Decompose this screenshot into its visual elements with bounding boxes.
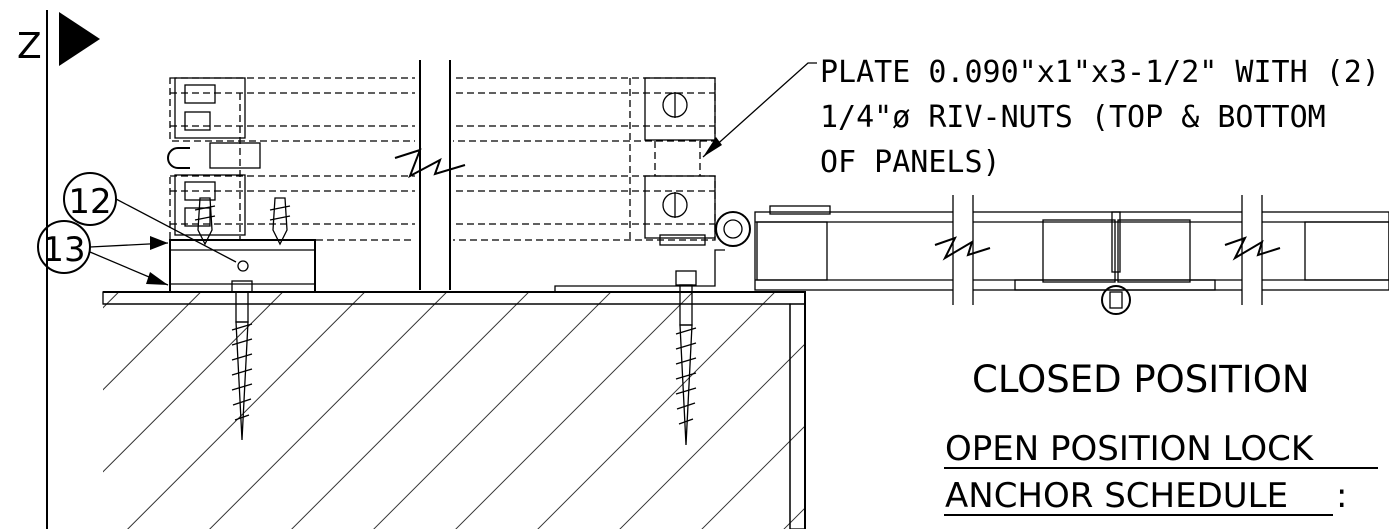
note-line-2: 1/4"ø RIV-NUTS (TOP & BOTTOM — [820, 100, 1326, 135]
note-line-1: PLATE 0.090"x1"x3-1/2" WITH (2) — [820, 55, 1380, 90]
schedule-line-1: OPEN POSITION LOCK — [945, 429, 1315, 469]
section-letter: Z — [17, 26, 42, 67]
closed-panel-assembly — [715, 195, 1389, 315]
lock-knob-icon — [1101, 285, 1131, 315]
callout-13-label: 13 — [42, 230, 85, 270]
note-arrow-icon — [703, 137, 722, 157]
note-line-3: OF PANELS) — [820, 145, 1001, 180]
closed-position-label: CLOSED POSITION — [972, 358, 1310, 401]
callout-12: 12 — [63, 172, 237, 263]
callout-12-label: 12 — [68, 182, 111, 222]
mounting-block — [169, 197, 316, 293]
hinge-pin-icon — [715, 211, 751, 247]
schedule-line-2: ANCHOR SCHEDULE — [945, 476, 1288, 516]
riv-nut-icon — [237, 260, 249, 272]
anchor-bolt-right — [675, 270, 697, 446]
anchor-bolt-left — [231, 280, 253, 441]
note-leader — [702, 62, 817, 158]
base-angle — [554, 249, 725, 292]
concrete-slab — [102, 291, 806, 529]
callout-13: 13 — [37, 220, 169, 286]
schedule-heading: OPEN POSITION LOCK ANCHOR SCHEDULE : — [944, 429, 1378, 516]
storm-panels — [167, 60, 716, 290]
hinge-hook-icon — [167, 147, 190, 169]
schedule-colon: : — [1336, 476, 1347, 516]
plate-note: PLATE 0.090"x1"x3-1/2" WITH (2) 1/4"ø RI… — [820, 55, 1380, 180]
slab-hatch — [103, 292, 805, 529]
section-arrow-icon — [59, 12, 100, 66]
section-marker: Z — [17, 10, 100, 529]
